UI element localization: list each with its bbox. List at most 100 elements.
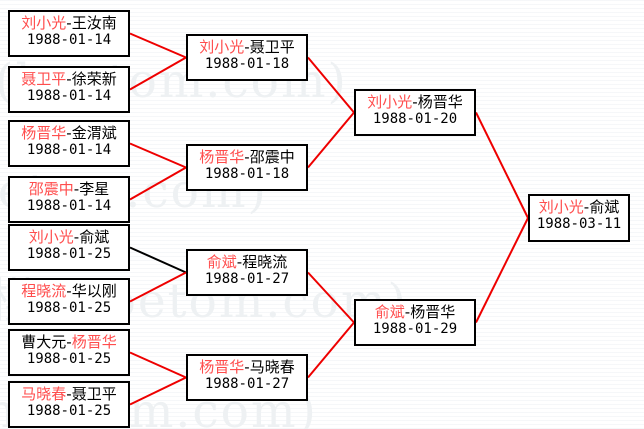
match-date: 1988-01-25 [26,245,112,262]
connector-line [307,56,355,114]
player-winner: 刘小光 [199,38,245,56]
match-players: 曹大元-杨晋华 [10,334,128,351]
player-loser: 杨晋华 [410,303,456,321]
player-winner: 邵震中 [28,180,74,198]
connector-line [307,271,355,324]
connector-line [129,351,187,379]
player-loser: 俞斌 [79,228,110,246]
connector-line [129,166,187,201]
match-date: 1988-01-18 [204,165,290,182]
player-loser: 聂卫平 [249,38,295,56]
player-loser: 李星 [79,180,110,198]
match-players: 程晓流-华以刚 [10,283,128,300]
connector-line [129,32,187,59]
player-winner: 杨晋华 [199,148,245,166]
match-players: 刘小光-王汝南 [10,15,128,32]
player-separator: - [244,358,250,376]
match-date: 1988-01-14 [26,197,112,214]
player-separator: - [73,228,80,246]
player-winner: 刘小光 [367,93,413,111]
player-loser: 邵震中 [249,148,295,166]
player-separator: - [236,253,243,271]
player-winner: 俞斌 [206,253,237,271]
match-date: 1988-01-25 [26,402,112,419]
connector-line [307,321,355,379]
connector-line [307,111,355,169]
match-players: 杨晋华-马晓春 [188,359,306,376]
player-separator: - [404,303,411,321]
player-winner: 程晓流 [21,282,67,300]
match-players: 刘小光-俞斌 [530,199,628,216]
player-winner: 杨晋华 [71,333,117,351]
match-date: 1988-01-18 [204,55,290,72]
player-loser: 聂卫平 [71,385,117,403]
match-date: 1988-01-14 [26,141,112,158]
match-players: 马晓春-聂卫平 [10,386,128,403]
match-players: 杨晋华-金渭斌 [10,125,128,142]
player-winner: 聂卫平 [21,70,67,88]
player-winner: 杨晋华 [21,124,67,142]
player-loser: 程晓流 [242,253,288,271]
player-separator: - [244,38,250,56]
player-loser: 徐荣新 [71,70,117,88]
match-players: 俞斌-杨晋华 [356,304,474,321]
player-separator: - [73,180,80,198]
match-date: 1988-01-27 [204,375,290,392]
match-players: 刘小光-杨晋华 [356,94,474,111]
match-players: 聂卫平-徐荣新 [10,71,128,88]
match-date: 1988-01-14 [26,87,112,104]
match-players: 杨晋华-邵震中 [188,149,306,166]
match-players: 刘小光-聂卫平 [188,39,306,56]
match-date: 1988-01-29 [372,320,458,337]
match-date: 1988-03-11 [536,215,622,232]
player-separator: - [244,148,250,166]
match-date: 1988-01-25 [26,350,112,367]
player-separator: - [66,333,72,351]
player-separator: - [583,198,590,216]
match-date: 1988-01-25 [26,299,112,316]
connector-line [129,376,187,406]
match-date: 1988-01-14 [26,31,112,48]
player-loser: 杨晋华 [417,93,463,111]
player-loser: 俞斌 [589,198,620,216]
player-winner: 刘小光 [538,198,584,216]
player-separator: - [66,282,72,300]
connector-line [475,112,529,219]
player-winner: 马晓春 [21,385,67,403]
player-loser: 马晓春 [249,358,295,376]
player-winner: 刘小光 [21,14,67,32]
player-separator: - [66,124,72,142]
player-winner: 杨晋华 [199,358,245,376]
player-loser: 曹大元 [21,333,67,351]
connector-line [129,271,187,303]
match-players: 邵震中-李星 [10,181,128,198]
match-date: 1988-01-20 [372,110,458,127]
player-winner: 俞斌 [374,303,405,321]
match-players: 刘小光-俞斌 [10,229,128,246]
player-separator: - [66,14,72,32]
player-separator: - [66,385,72,403]
player-separator: - [66,70,72,88]
player-loser: 王汝南 [71,14,117,32]
connector-line [129,56,187,91]
connector-line [129,142,187,169]
player-loser: 华以刚 [71,282,117,300]
connector-line [129,246,187,274]
